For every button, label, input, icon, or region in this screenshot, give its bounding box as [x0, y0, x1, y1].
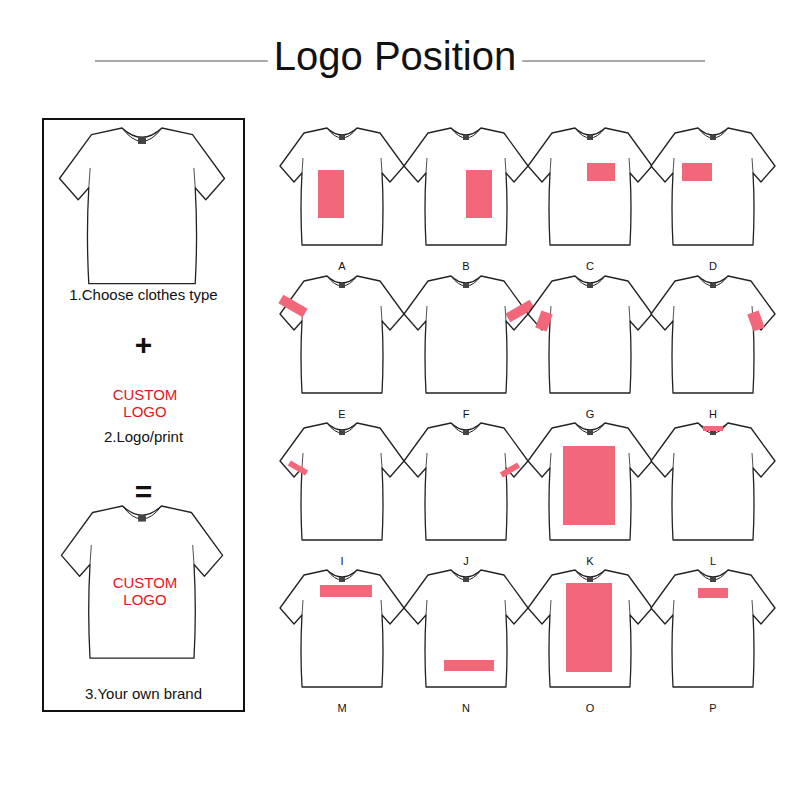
logo-area: [703, 426, 723, 431]
position-letter: P: [709, 702, 716, 714]
t-shirt: [404, 276, 535, 393]
logo-area: [563, 446, 615, 525]
logo-area: [466, 170, 492, 218]
position-letter: K: [586, 555, 593, 567]
t-shirt: [60, 128, 225, 284]
title-rule: [522, 60, 705, 61]
t-shirt: [651, 128, 775, 245]
position-letter: B: [462, 260, 469, 272]
title-rule: [95, 60, 268, 61]
step-label: 3.Your own brand: [44, 685, 243, 702]
logo-text: CUSTOM LOGO: [105, 574, 185, 609]
t-shirt: [528, 276, 652, 393]
t-shirt: [278, 276, 404, 393]
position-letter: I: [340, 555, 343, 567]
position-letter: L: [710, 555, 716, 567]
t-shirt: [404, 570, 528, 687]
operator-symbol: =: [44, 475, 243, 510]
t-shirt: [528, 128, 652, 245]
t-shirt: [651, 423, 775, 540]
t-shirt: [404, 128, 528, 245]
t-shirt: [651, 570, 775, 687]
t-shirt: [528, 570, 652, 687]
t-shirt: [61, 506, 222, 658]
logo-text: CUSTOM LOGO: [105, 386, 185, 421]
logo-area: [320, 585, 372, 597]
title: Logo Position: [274, 34, 516, 79]
t-shirt: [280, 423, 404, 540]
position-letter: C: [586, 260, 594, 272]
logo-area: [698, 588, 728, 598]
t-shirt: [404, 423, 528, 540]
position-letter: G: [586, 408, 595, 420]
position-letter: M: [337, 702, 346, 714]
step-label: 1.Choose clothes type: [44, 286, 243, 303]
t-shirt: [280, 570, 404, 687]
logo-area: [587, 163, 615, 181]
operator-symbol: +: [44, 328, 243, 363]
position-letter: F: [463, 408, 470, 420]
step-label: 2.Logo/print: [44, 428, 243, 445]
position-letter: D: [709, 260, 717, 272]
position-letter: J: [463, 555, 469, 567]
logo-area: [535, 310, 552, 331]
t-shirt: [651, 276, 775, 393]
t-shirt: [280, 128, 404, 245]
position-letter: E: [338, 408, 345, 420]
position-letter: N: [462, 702, 470, 714]
logo-area: [500, 462, 520, 477]
logo-area: [444, 660, 494, 671]
logo-area: [288, 460, 308, 475]
logo-area: [278, 295, 307, 318]
steps-panel: 1.Choose clothes type + CUSTOM LOGO 2.Logo/…: [42, 118, 245, 712]
logo-area: [747, 310, 764, 331]
position-letter: O: [586, 702, 595, 714]
position-letter: A: [338, 260, 345, 272]
logo-area: [682, 163, 712, 181]
t-shirt: [528, 423, 652, 540]
logo-area: [566, 583, 612, 672]
position-letter: H: [709, 408, 717, 420]
logo-area: [318, 170, 344, 218]
